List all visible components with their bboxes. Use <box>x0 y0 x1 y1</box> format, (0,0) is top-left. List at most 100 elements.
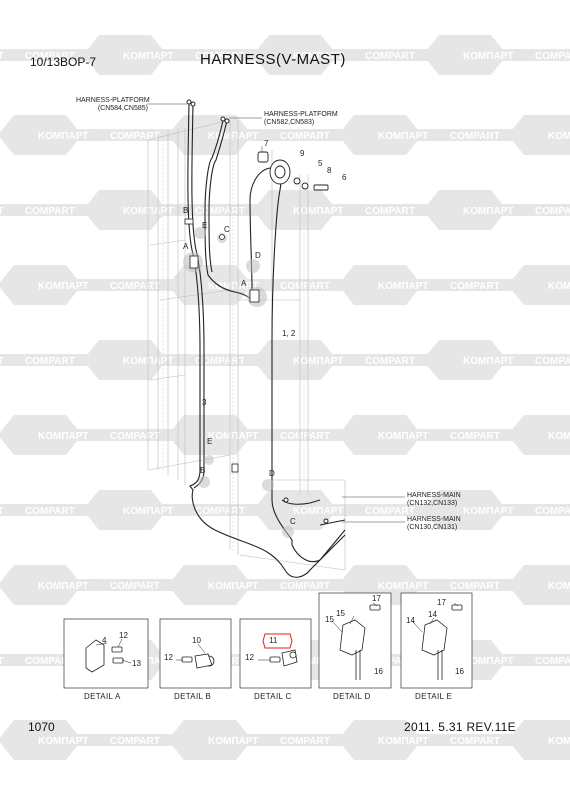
detail-a-part: 12 <box>119 631 128 640</box>
watermark-band <box>200 129 350 141</box>
watermark-hexagon <box>508 415 570 455</box>
detail-ref-letter: B <box>183 206 189 215</box>
watermark-text: KOMПAPT <box>293 206 344 217</box>
watermark-text: KOMПAPT <box>38 131 89 142</box>
watermark-band <box>0 504 95 516</box>
watermark-band <box>540 734 570 746</box>
detail-e-part: 17 <box>437 598 446 607</box>
watermark-text: KOMПAPT <box>548 431 570 442</box>
watermark-band <box>30 579 180 591</box>
watermark-text: KOMПAPT <box>38 431 89 442</box>
watermark-band <box>455 204 570 216</box>
watermark-band <box>200 429 350 441</box>
watermark-text: KOMПAPT <box>38 736 89 747</box>
detail-c-part: 11 <box>269 636 278 645</box>
watermark-text: COMPART <box>25 506 75 517</box>
watermark-text: COMPART <box>535 356 570 367</box>
watermark-text: COMPART <box>195 206 245 217</box>
part-number: 8 <box>327 166 332 175</box>
watermark-band <box>115 49 265 61</box>
watermark-text: COMPART <box>280 736 330 747</box>
watermark-text: COMPART <box>535 51 570 62</box>
watermark-text: COMPART <box>25 656 75 667</box>
watermark-band <box>455 49 570 61</box>
detail-e-label: DETAIL E <box>415 692 453 701</box>
detail-parts <box>85 604 463 680</box>
detail-c-label: DETAIL C <box>254 692 292 701</box>
watermark-text: KOMПAPT <box>123 506 174 517</box>
watermark-text: COMPART <box>195 51 245 62</box>
watermark-text: COMPART <box>25 51 75 62</box>
watermark-text: COMPART <box>365 206 415 217</box>
watermark-text: COMPART <box>110 736 160 747</box>
revision-marker <box>262 633 293 649</box>
watermark-hexagon <box>508 565 570 605</box>
watermark-text: KOMПAPT <box>463 656 514 667</box>
page-title: HARNESS(V-MAST) <box>200 51 346 68</box>
watermark-text: KOMПAPT <box>378 431 429 442</box>
detail-boxes <box>63 592 473 689</box>
detail-ref-letter: C <box>224 225 230 234</box>
detail-d-label: DETAIL D <box>333 692 371 701</box>
detail-ref-letter: E <box>202 221 208 230</box>
watermark-band <box>0 354 95 366</box>
detail-a-label: DETAIL A <box>84 692 121 701</box>
watermark-text: KOMПAPT <box>208 281 259 292</box>
watermark-text: KOMПAPT <box>293 356 344 367</box>
watermark-text: COMPART <box>195 506 245 517</box>
callout-harness-platform-left: HARNESS-PLATFORM (CN584,CN585) <box>76 97 150 112</box>
part-number: 6 <box>342 173 347 182</box>
detail-ref-letter: C <box>290 517 296 526</box>
pulley-assembly <box>257 151 329 191</box>
watermark-text: KOMПAPT <box>293 656 344 667</box>
detail-ref-letter: D <box>255 251 261 260</box>
detail-ref-letter: A <box>241 279 247 288</box>
detail-b-part: 10 <box>192 636 201 645</box>
harness-cable-1-2b <box>208 119 228 273</box>
watermark-band <box>370 734 520 746</box>
watermark-text: COMPART <box>450 131 500 142</box>
watermark-text: COMPART <box>195 356 245 367</box>
part-number: 7 <box>264 139 269 148</box>
watermark-text: COMPART <box>280 581 330 592</box>
watermark-band <box>370 279 520 291</box>
watermark-hexagon <box>508 115 570 155</box>
watermark-band <box>455 354 570 366</box>
detail-e-part: 14 <box>406 616 415 625</box>
detail-b-part: 12 <box>164 653 173 662</box>
detail-e-part: 16 <box>455 667 464 676</box>
detail-a-part: 4 <box>102 636 107 645</box>
watermark-text: COMPART <box>450 736 500 747</box>
watermark-band <box>0 49 95 61</box>
mast-frame-hidden <box>162 125 305 550</box>
watermark-band <box>30 429 180 441</box>
harness-cable-1-2 <box>204 119 346 563</box>
part-number: 3 <box>202 398 207 407</box>
watermark-text: KOMПAPT <box>0 656 4 667</box>
watermark-band <box>540 429 570 441</box>
watermark-text: COMPART <box>450 431 500 442</box>
watermark-text: KOMПAPT <box>0 506 4 517</box>
watermark-text: KOMПAPT <box>378 736 429 747</box>
watermark-hexagon <box>508 265 570 305</box>
detail-ref-letter: D <box>269 469 275 478</box>
watermark-text: COMPART <box>280 431 330 442</box>
detail-d-part: 15 <box>336 609 345 618</box>
watermark-text: KOMПAPT <box>548 281 570 292</box>
watermark-text: KOMПAPT <box>463 206 514 217</box>
watermark-text: COMPART <box>365 506 415 517</box>
connectors <box>186 99 329 524</box>
revision-date: 2011. 5.31 REV.11E <box>404 720 516 734</box>
detail-leaders <box>95 602 459 664</box>
watermark-text: COMPART <box>25 356 75 367</box>
watermark-text: KOMПAPT <box>378 131 429 142</box>
watermark-text: COMPART <box>110 581 160 592</box>
watermark-text: COMPART <box>110 131 160 142</box>
watermark-text: COMPART <box>25 206 75 217</box>
detail-d-part: 15 <box>325 615 334 624</box>
callout-harness-main-upper: HARNESS-MAIN (CN132,CN133) <box>407 492 461 507</box>
part-number: 5 <box>318 159 323 168</box>
harness-cables <box>187 102 346 578</box>
detail-a-part: 13 <box>132 659 141 668</box>
part-number: 1, 2 <box>282 329 296 338</box>
